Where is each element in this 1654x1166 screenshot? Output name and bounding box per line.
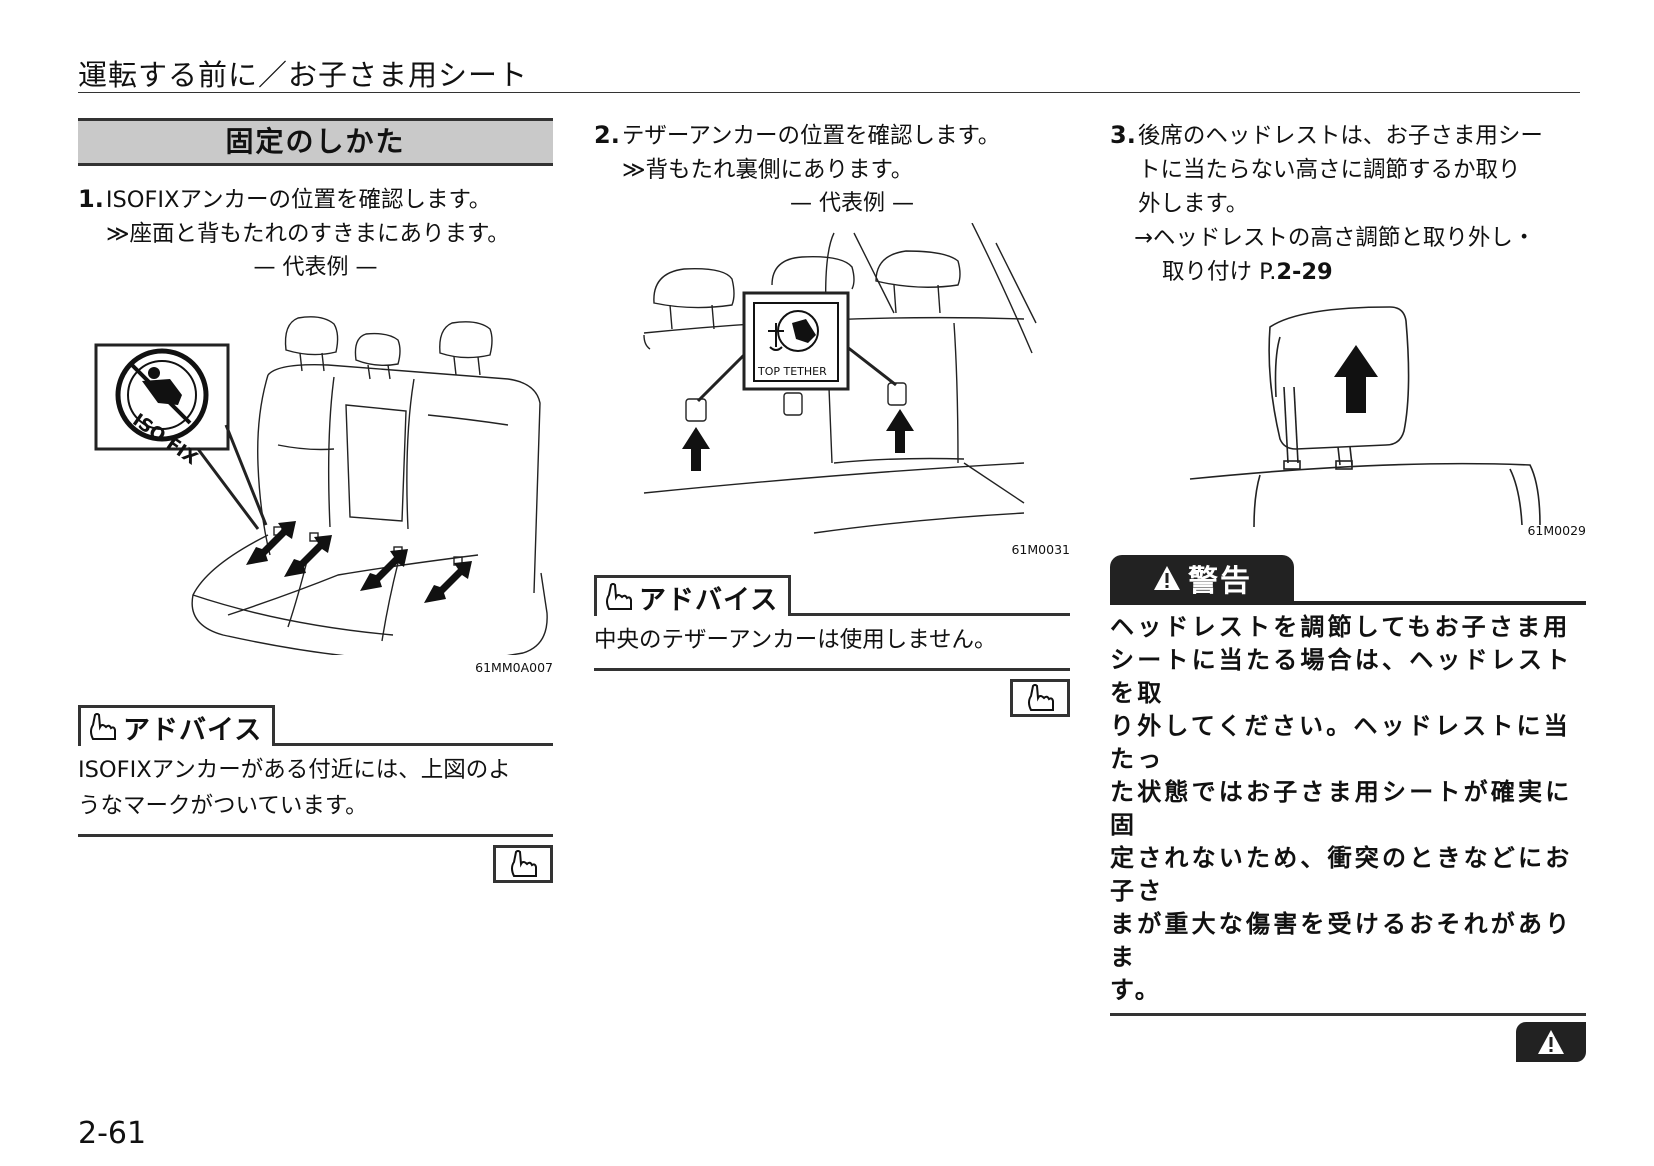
column-2: 2.テザーアンカーの位置を確認します。 ≫背もたれ裏側にあります。 — 代表例 … (594, 118, 1070, 717)
step-2-text: テザーアンカーの位置を確認します。 (621, 123, 1001, 149)
section-title: 固定のしかた (78, 118, 553, 166)
up-arrow-icon (246, 521, 472, 603)
advice-2-header: アドバイス (594, 569, 1070, 616)
headrest-illustration (1189, 306, 1541, 528)
advice-1-footer (78, 834, 553, 883)
step-3-number: 3. (1110, 121, 1136, 149)
advice-1-label: アドバイス (123, 714, 263, 746)
page-number: 2-61 (78, 1116, 147, 1151)
warning-line-5: 定されないため、衝突のときなどにお子さ (1110, 844, 1573, 905)
advice-1-text: ISOFIXアンカーがある付近には、上図のよ うなマークがついています。 (78, 752, 553, 824)
rear-seat-illustration: ISO FIX (94, 316, 548, 662)
tether-figure: TOP TETHER 61M0031 (594, 222, 1070, 563)
warning-line-6: まが重大な傷害を受けるおそれがありま (1110, 910, 1573, 971)
advice-1-end-icon (493, 845, 553, 883)
step-1-caption: — 代表例 — (253, 255, 378, 280)
step-2-caption: — 代表例 — (790, 191, 914, 216)
pointing-hand-icon (1028, 684, 1054, 711)
pointing-hand-icon (90, 713, 116, 740)
advice-2-label: アドバイス (639, 584, 779, 616)
advice-2-tag: アドバイス (594, 575, 792, 616)
figure-2-code: 61M0031 (1011, 542, 1070, 557)
headrest-figure: 61M0029 (1110, 297, 1586, 547)
warning-footer (1110, 1013, 1586, 1064)
up-arrow-icon (1334, 345, 1378, 413)
step-3-ref-page[interactable]: 2-29 (1276, 259, 1333, 285)
up-arrow-icon (682, 409, 914, 471)
warning-rule (1110, 601, 1586, 605)
warning-line-3: り外してください。ヘッドレストに当たっ (1110, 712, 1571, 773)
warning-tab: 警告 (1110, 555, 1294, 601)
step-2: 2.テザーアンカーの位置を確認します。 (594, 118, 1070, 153)
tether-figure-label: TOP TETHER (757, 365, 827, 378)
step-1-number: 1. (78, 185, 104, 213)
advice-1-tag: アドバイス (78, 705, 276, 746)
warning-triangle-icon (1538, 1030, 1564, 1054)
column-3: 3.後席のヘッドレストは、お子さま用シー トに当たらない高さに調節するか取り 外… (1110, 118, 1586, 1064)
figure-1-code: 61MM0A007 (475, 660, 553, 675)
advice-2-text: 中央のテザーアンカーは使用しません。 (594, 627, 997, 653)
isofix-mark-icon: ISO FIX (115, 348, 209, 469)
step-2-number: 2. (594, 121, 620, 149)
advice-2-footer (594, 668, 1070, 717)
step-1-text: ISOFIXアンカーの位置を確認します。 (105, 187, 492, 213)
warning-label: 警告 (1188, 564, 1252, 599)
advice-1-line-1: ISOFIXアンカーがある付近には、上図のよ (78, 757, 511, 783)
page-header-title: 運転する前に／お子さま用シート (78, 58, 529, 92)
advice-2-end-icon (1010, 679, 1070, 717)
step-1-note: ≫座面と背もたれのすきまにあります。 (106, 221, 510, 247)
warning-line-7: す。 (1110, 976, 1162, 1004)
warning-triangle-icon (1154, 566, 1180, 590)
advice-1-header: アドバイス (78, 699, 553, 746)
isofix-figure: ISO FIX 61MM0A007 (78, 295, 553, 675)
warning-line-2: シートに当たる場合は、ヘッドレストを取 (1110, 646, 1573, 707)
figure-3-code: 61M0029 (1527, 523, 1586, 538)
step-3-line-1: 後席のヘッドレストは、お子さま用シー (1137, 123, 1543, 149)
step-3-ref[interactable]: 取り付け P.2-29 (1110, 255, 1586, 289)
header-rule (78, 92, 1580, 93)
step-3-line-3: 外します。 (1138, 191, 1249, 217)
step-3: 3.後席のヘッドレストは、お子さま用シー (1110, 118, 1586, 153)
seatback-rear-illustration: TOP TETHER (643, 222, 1037, 534)
step-1: 1.ISOFIXアンカーの位置を確認します。 (78, 182, 553, 217)
step-3-ref-line-1: →ヘッドレストの高さ調節と取り外し・ (1134, 225, 1536, 251)
step-3-line-2: トに当たらない高さに調節するか取り (1138, 157, 1521, 183)
top-tether-mark-icon (753, 302, 839, 382)
pointing-hand-icon (511, 850, 537, 877)
column-1: 固定のしかた 1.ISOFIXアンカーの位置を確認します。 ≫座面と背もたれのす… (78, 118, 553, 883)
warning-text: ヘッドレストを調節してもお子さま用 シートに当たる場合は、ヘッドレストを取 り外… (1110, 611, 1586, 1007)
pointing-hand-icon (606, 583, 632, 610)
warning-end-icon (1516, 1022, 1586, 1062)
advice-1-line-2: うなマークがついています。 (78, 793, 368, 819)
step-2-note: ≫背もたれ裏側にあります。 (622, 157, 914, 183)
warning-line-1: ヘッドレストを調節してもお子さま用 (1110, 613, 1571, 641)
warning-line-4: た状態ではお子さま用シートが確実に固 (1110, 778, 1573, 839)
step-3-ref-line-2: 取り付け P. (1162, 259, 1277, 285)
